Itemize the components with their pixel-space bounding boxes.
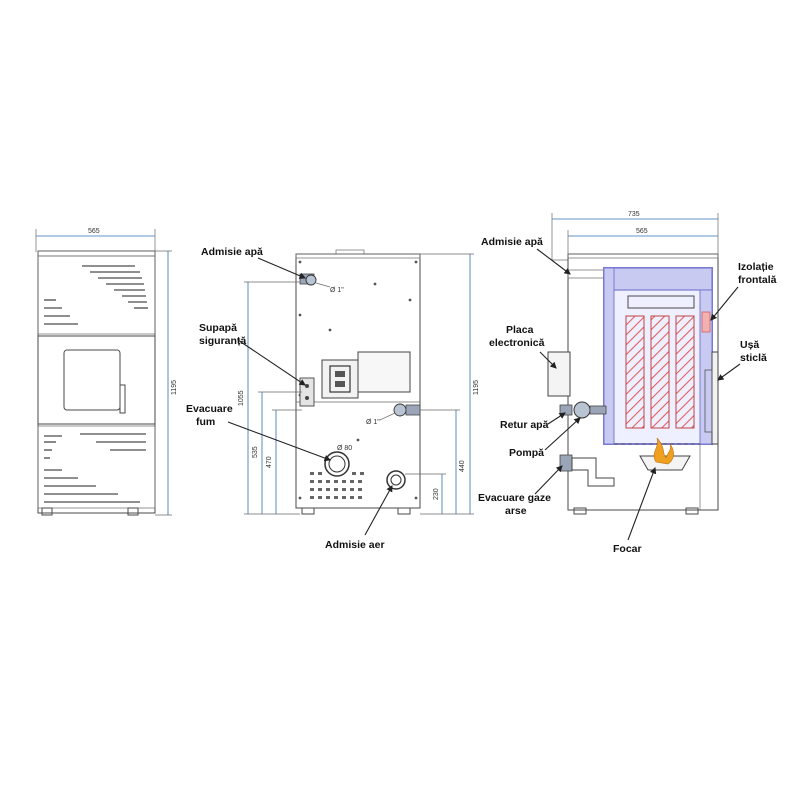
front-width-dim: 565 (88, 228, 100, 235)
front-upper-panel (37, 255, 156, 335)
section-exhaust-pipe (559, 454, 615, 487)
flame-icon (653, 437, 674, 465)
front-height-dim: 1195 (171, 380, 178, 395)
rear-flue-outlet: Ø 80 (324, 445, 352, 477)
label-electronic-board-line2: electronică (489, 337, 545, 349)
rear-dim-470: 470 (266, 456, 273, 468)
rear-dim-230: 230 (433, 488, 440, 500)
front-upper-vents (44, 265, 148, 325)
rear-water-inlet: Ø 1" (299, 273, 344, 294)
label-glass-door-line2: sticlă (740, 352, 767, 364)
label-water-return: Retur apă (500, 419, 549, 431)
front-lower-panel (37, 425, 156, 509)
label-glass-door-line1: Ușă (740, 339, 759, 351)
rear-screws (298, 260, 418, 500)
section-pump (559, 401, 607, 419)
label-insulation-line2: frontală (738, 274, 777, 286)
section-glass-door (704, 351, 719, 445)
rear-view: Ø 1" Ø 1" Ø 80 (186, 246, 480, 551)
rear-dim-1055: 1055 (238, 390, 245, 406)
rear-dim-440: 440 (459, 460, 466, 472)
label-pump: Pompă (509, 447, 544, 459)
front-lower-vents (44, 433, 146, 503)
section-body-width-dim: 565 (636, 228, 648, 235)
front-door (37, 335, 156, 425)
rear-right-dims: 1195 440 230 (405, 253, 480, 515)
section-view: 735 565 (478, 211, 777, 555)
rear-height-dim: 1195 (473, 380, 480, 395)
rear-control-box (321, 351, 411, 399)
section-total-width-dim: 735 (628, 211, 640, 218)
rear-air-inlet (386, 470, 406, 490)
label-air-inlet: Admisie aer (325, 539, 385, 551)
front-view: 565 (35, 228, 178, 516)
rear-safety-valve (299, 377, 315, 407)
label-smoke-line2: fum (196, 416, 215, 428)
label-insulation-line1: Izolație (738, 261, 774, 273)
label-safety-valve-line1: Supapă (199, 322, 237, 334)
rear-vent-grid (310, 472, 364, 499)
rear-flue-dim: Ø 80 (337, 445, 352, 452)
section-electronic-board (547, 351, 571, 397)
rear-pipe-top-dim: Ø 1" (330, 287, 344, 294)
rear-left-dims: 1055 535 470 (238, 281, 302, 515)
rear-pipe-bottom-dim: Ø 1" (366, 419, 380, 426)
section-heat-exchanger (625, 315, 695, 429)
label-smoke-line1: Evacuare (186, 403, 233, 415)
front-door-handle[interactable] (119, 384, 126, 414)
label-exhaust-line1: Evacuare gaze (478, 492, 551, 504)
label-safety-valve-line2: siguranță (199, 335, 246, 347)
label-water-inlet-section: Admisie apă (481, 236, 543, 248)
section-burner (639, 437, 691, 471)
label-electronic-board-line1: Placa (506, 324, 534, 336)
rear-dim-535: 535 (252, 446, 259, 458)
label-water-inlet-rear: Admisie apă (201, 246, 263, 258)
label-exhaust-line2: arse (505, 505, 527, 517)
front-door-window (63, 349, 121, 411)
label-hearth: Focar (613, 543, 642, 555)
rear-water-return: Ø 1" (366, 403, 421, 426)
